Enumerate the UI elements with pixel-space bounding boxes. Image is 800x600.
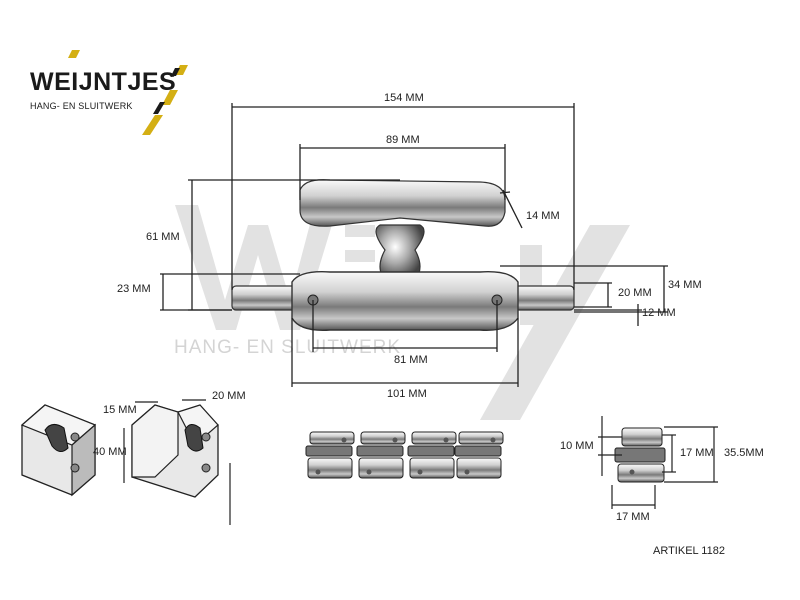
dim-hole-spacing: 81 MM (394, 354, 428, 366)
dim-clip-total-height: 35.5MM (724, 447, 764, 459)
article-number: ARTIKEL 1182 (653, 545, 725, 557)
dim-total-height: 61 MM (146, 231, 180, 243)
dim-handle-thickness: 14 MM (526, 210, 560, 222)
dim-keeper-height: 40 MM (93, 446, 127, 458)
logo-subtitle: HANG- EN SLUITWERK (30, 101, 133, 111)
clip-detail (614, 427, 666, 483)
dim-bar-offset: 12 MM (642, 307, 676, 319)
keeper-right (131, 404, 219, 498)
dim-keeper-width: 20 MM (212, 390, 246, 402)
logo-brand: WEIJNTJES (30, 68, 177, 96)
dim-base-height: 23 MM (117, 283, 151, 295)
dim-clip-inner-height: 17 MM (680, 447, 714, 459)
dim-overall-width: 154 MM (384, 92, 424, 104)
watermark-subtitle: HANG- EN SLUITWERK (174, 337, 402, 358)
dim-handle-width: 89 MM (386, 134, 420, 146)
clip-3 (407, 431, 457, 479)
t-handle (299, 179, 506, 281)
keeper-left (20, 404, 97, 497)
dim-bar-height: 20 MM (618, 287, 652, 299)
clip-1 (305, 431, 355, 479)
clip-row (305, 431, 504, 479)
clip-4 (454, 431, 504, 479)
dim-clip-height: 10 MM (560, 440, 594, 452)
base-plate (231, 271, 575, 331)
dim-base-total-height: 34 MM (668, 279, 702, 291)
dim-clip-width: 17 MM (616, 511, 650, 523)
dim-plate-length: 101 MM (387, 388, 427, 400)
clip-2 (356, 431, 406, 479)
logo-mark (68, 50, 188, 135)
dim-keeper-depth: 15 MM (103, 404, 137, 416)
